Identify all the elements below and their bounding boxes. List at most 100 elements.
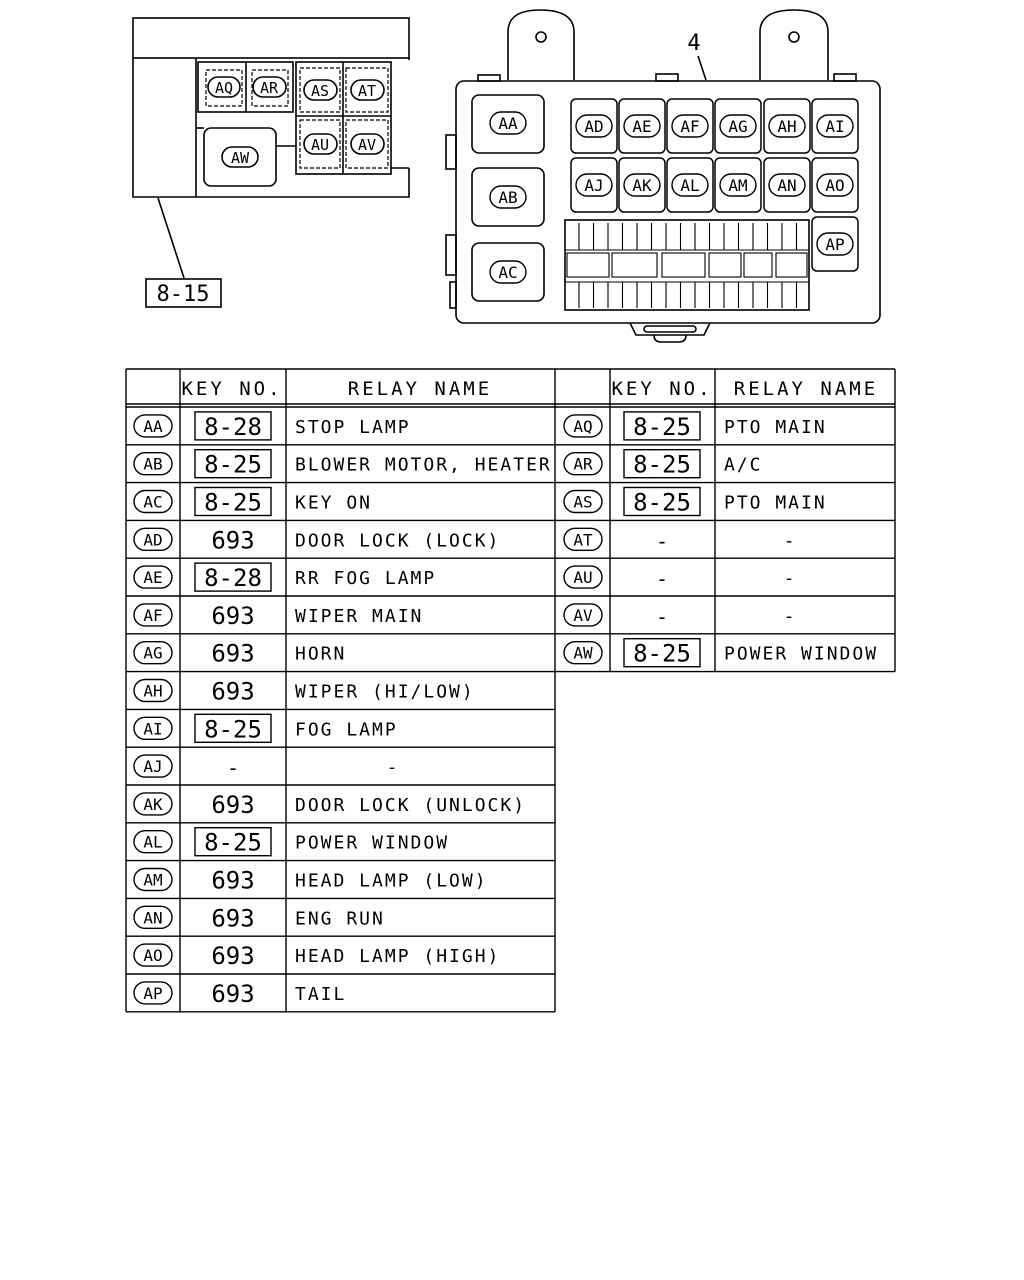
code-oval (133, 943, 173, 967)
right-header-key-no: KEY NO. (611, 378, 712, 400)
key-box (194, 449, 272, 479)
row-relay-name: HEAD LAMP (LOW) (295, 871, 488, 892)
sub-relay-box (132, 17, 410, 198)
relay-code-text: AM (728, 176, 747, 195)
table-row: AV-- (563, 603, 797, 629)
row-relay-name: POWER WINDOW (295, 833, 449, 854)
row-relay-name: PTO MAIN (724, 417, 827, 438)
main-box-label-AP: AP (816, 232, 854, 256)
relay-code-text: AK (632, 176, 652, 195)
row-key-no: 693 (211, 791, 254, 819)
row-code: AW (573, 644, 593, 663)
key-box (194, 411, 272, 441)
row-code: AH (143, 682, 162, 701)
main-box-label-AI: AI (816, 114, 854, 138)
table-row: AE 8-28 RR FOG LAMP (133, 562, 436, 592)
main-box-callout: 4 (687, 31, 707, 81)
relay-code-text: AD (584, 117, 603, 136)
sub-box-code: AV (358, 136, 376, 154)
main-box-label-AG: AG (719, 114, 757, 138)
row-relay-name: - (784, 606, 797, 627)
right-header-relay-name: RELAY NAME (734, 378, 878, 400)
row-code: AB (143, 455, 162, 474)
sub-box-code: AR (260, 79, 279, 97)
row-relay-name: TAIL (295, 984, 346, 1005)
table-row: AW 8-25 POWER WINDOW (563, 638, 878, 668)
code-oval (133, 792, 173, 816)
main-box-label-AA: AA (489, 111, 527, 135)
key-box (623, 486, 701, 517)
code-oval (563, 641, 603, 665)
row-code: AT (573, 530, 593, 549)
main-box-label-AJ: AJ (575, 173, 613, 197)
main-box-label-AF: AF (671, 114, 709, 138)
row-key-no: 693 (211, 942, 254, 970)
key-box (194, 827, 272, 857)
table-grid (125, 368, 896, 1013)
row-key-no: 8-25 (633, 640, 691, 668)
row-relay-name: - (387, 757, 400, 778)
key-box (623, 411, 701, 441)
row-key-no: - (656, 529, 668, 553)
relay-code-text: AA (498, 114, 518, 133)
table-row: AT-- (563, 527, 794, 553)
sub-box-label-AR: AR (251, 69, 289, 107)
row-key-no: 8-25 (204, 829, 262, 857)
row-key-no: 8-25 (204, 715, 262, 743)
code-oval (133, 754, 173, 778)
row-code: AE (143, 568, 162, 587)
row-relay-name: FOG LAMP (295, 719, 398, 740)
row-relay-name: RR FOG LAMP (295, 568, 436, 589)
row-key-no: 8-25 (204, 451, 262, 479)
code-oval (563, 489, 603, 514)
main-box-label-AK: AK (623, 173, 661, 197)
code-oval (133, 489, 173, 514)
row-code: AU (573, 568, 592, 587)
code-oval (133, 452, 173, 476)
row-key-no: 693 (211, 640, 254, 668)
row-code: AK (143, 795, 163, 814)
main-box-label-AD: AD (575, 114, 613, 138)
sub-box-label-AV: AV (345, 119, 389, 169)
row-code: AI (143, 719, 162, 738)
main-box-label-AC: AC (489, 260, 527, 284)
row-relay-name: ENG RUN (295, 908, 385, 929)
table-row: AG 693 HORN (133, 640, 346, 668)
code-oval (563, 452, 603, 476)
row-relay-name: DOOR LOCK (UNLOCK) (295, 795, 526, 816)
relay-code-text: AF (680, 117, 699, 136)
row-key-no: 8-25 (633, 451, 691, 479)
row-code: AF (143, 606, 162, 625)
row-code: AS (573, 493, 592, 512)
relay-code-text: AP (825, 235, 844, 254)
row-relay-name: POWER WINDOW (724, 644, 878, 665)
row-relay-name: STOP LAMP (295, 417, 411, 438)
relay-code-text: AH (777, 117, 796, 136)
code-oval (563, 414, 603, 438)
sub-box-callout: 8-15 (145, 197, 222, 308)
table-row: AU-- (563, 565, 794, 591)
row-code: AG (143, 644, 162, 663)
code-oval (133, 678, 173, 703)
code-oval (133, 716, 173, 740)
row-relay-name: A/C (724, 455, 763, 476)
sub-box-code: AS (311, 82, 329, 100)
sub-box-code: AQ (215, 79, 233, 97)
row-key-no: 8-28 (204, 564, 262, 592)
left-header-relay-name: RELAY NAME (348, 378, 492, 400)
row-key-no: 693 (211, 602, 254, 630)
row-code: AD (143, 530, 162, 549)
key-box (623, 638, 701, 668)
sub-box-code: AT (358, 82, 376, 100)
row-relay-name: HORN (295, 644, 346, 665)
row-code: AO (143, 946, 162, 965)
row-relay-name: WIPER (HI/LOW) (295, 682, 475, 703)
code-oval (133, 830, 173, 854)
